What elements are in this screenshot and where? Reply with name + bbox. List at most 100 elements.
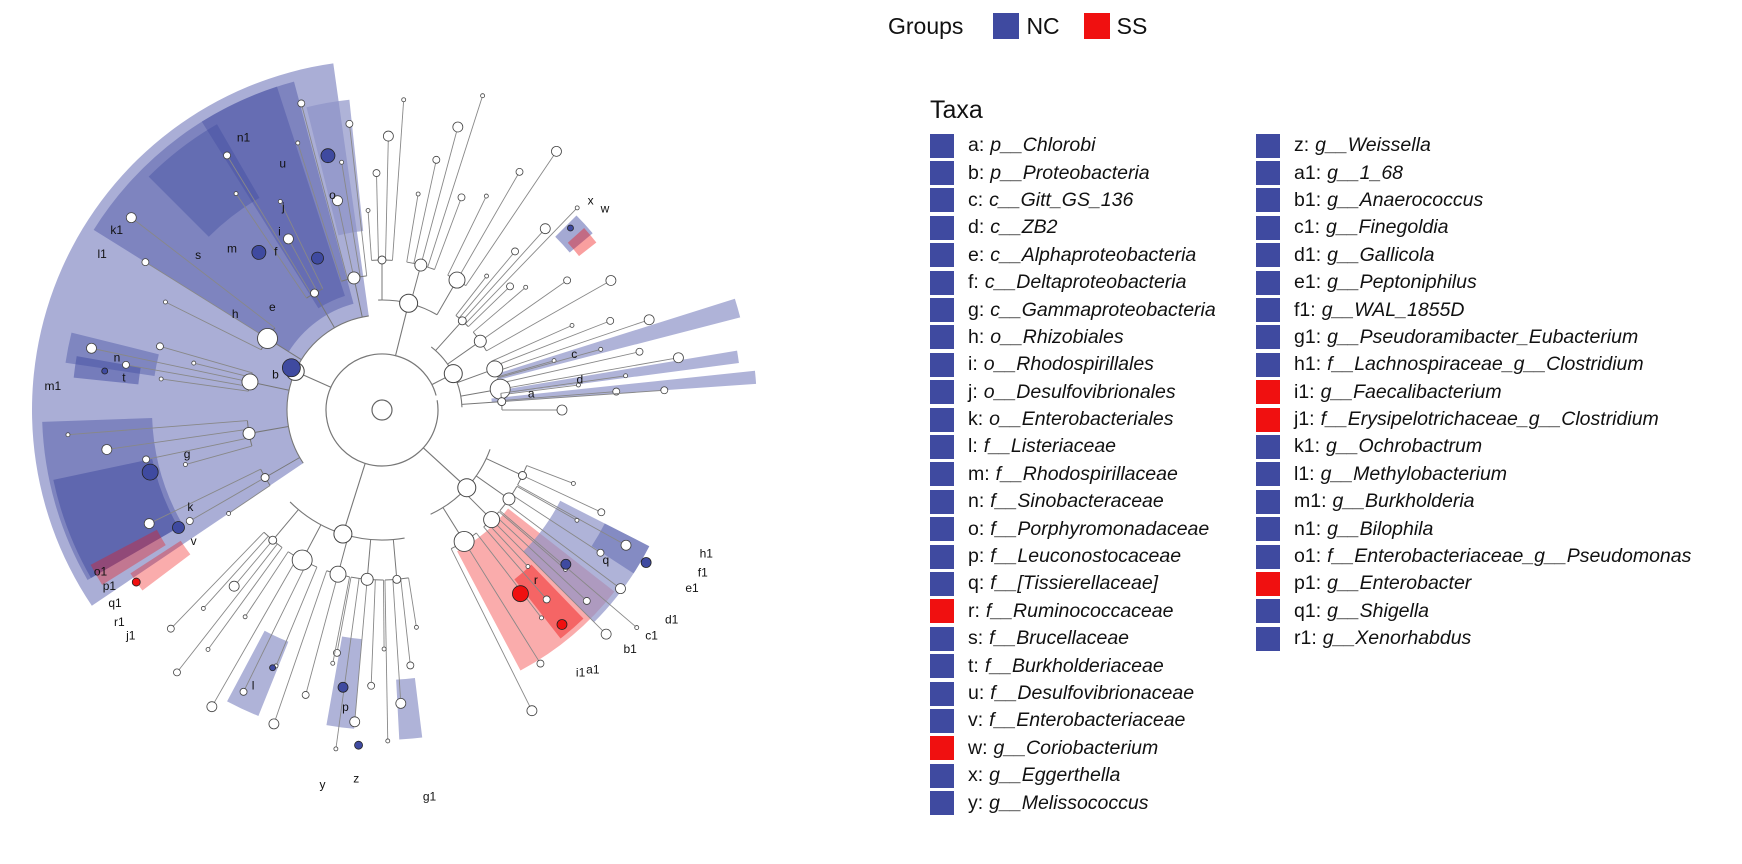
legend-text: f1:g__WAL_1855D [1294, 299, 1464, 322]
legend-taxon-name: c__Alphaproteobacteria [990, 243, 1197, 266]
leaf-line [458, 251, 516, 319]
leaf-node [401, 97, 407, 103]
tree-node [502, 492, 516, 506]
leaf-line [501, 391, 617, 402]
leaf-node [673, 352, 684, 364]
tree-label: f [274, 245, 278, 259]
tree-label: d1 [665, 613, 679, 627]
leaf-node [574, 205, 580, 211]
tree-label: b [272, 368, 279, 382]
tree-label: o1 [94, 565, 108, 579]
legend-item: p1:g__Enterobacter [1256, 570, 1691, 597]
legend-text: p1:g__Enterobacter [1294, 572, 1471, 595]
legend-code: o: [968, 517, 985, 540]
group-nc-label: NC [1026, 12, 1060, 39]
legend-swatch [930, 407, 954, 432]
tree-label: f1 [698, 566, 708, 580]
tree-label: w [600, 201, 610, 215]
clade-highlight-f [201, 86, 345, 309]
legend-code: l: [968, 435, 978, 458]
leaf-node [395, 697, 407, 709]
clade-highlight-h [148, 124, 260, 237]
legend-text: o:f__Porphyromonadaceae [968, 518, 1209, 541]
legend-taxon-name: f__Brucellaceae [989, 627, 1130, 650]
legend-item: k:o__Enterobacteriales [930, 406, 1216, 433]
leaf-line [149, 468, 261, 524]
tree-label: n [114, 351, 121, 365]
leaf-node [526, 705, 538, 717]
leaf-line [463, 541, 541, 664]
branch-stem [422, 447, 468, 489]
legend-item: n:f__Sinobacteraceae [930, 488, 1216, 515]
tree-node [489, 378, 511, 400]
legend-swatch [1256, 380, 1280, 405]
leaf-line [476, 532, 542, 619]
legend-text: h:o__Rhizobiales [968, 326, 1124, 349]
legend-code: k: [968, 408, 984, 431]
legend-swatch [1256, 517, 1280, 542]
clade-highlight-h1 [591, 523, 650, 574]
leaf-line [146, 437, 250, 460]
leaf-line [516, 485, 578, 521]
legend-taxon-name: o__Desulfovibrionales [983, 380, 1176, 403]
legend-swatch [930, 243, 954, 268]
leaf-line [145, 261, 268, 339]
leaf-line [498, 351, 640, 384]
legend-code: h: [968, 325, 985, 348]
leaf-node [523, 284, 529, 290]
legend-taxon-name: g__Weissella [1315, 134, 1431, 157]
legend-item: v:f__Enterobacteriaceae [930, 707, 1216, 734]
legend-swatch [930, 352, 954, 377]
legend-code: c1: [1294, 216, 1321, 239]
legend-item: r1:g__Xenorhabdus [1256, 625, 1691, 652]
legend-taxon-name: g__Eggerthella [989, 764, 1121, 787]
legend-taxon-name: f__Leuconostocaceae [990, 545, 1182, 568]
leaf-line [499, 510, 638, 628]
leaf-node [268, 718, 280, 730]
legend-text: m1:g__Burkholderia [1294, 490, 1475, 513]
leaf-node [297, 99, 306, 108]
legend-swatch [1256, 352, 1280, 377]
leaf-node [643, 314, 655, 326]
legend-taxon-name: f__Lachnospiraceae_g__Clostridium [1327, 353, 1644, 376]
leaf-node [301, 691, 310, 699]
legend-item: w:g__Coriobacterium [930, 735, 1216, 762]
tree-label: m [227, 241, 237, 255]
legend-item: m1:g__Burkholderia [1256, 488, 1691, 515]
leaf-node [542, 595, 551, 604]
highlighted-node [337, 681, 349, 693]
leaf-node [506, 282, 514, 291]
leaf-line [370, 579, 376, 686]
leaf-node [660, 386, 669, 395]
leaf-node [615, 583, 626, 595]
legend-swatch [930, 215, 954, 240]
legend-code: g1: [1294, 325, 1322, 348]
legend-taxon-name: c__ZB2 [990, 216, 1058, 239]
leaf-node [415, 191, 421, 197]
leaf-node [332, 195, 343, 207]
tree-node [268, 535, 278, 545]
legend-item: u:f__Desulfovibrionaceae [930, 680, 1216, 707]
leaf-line [211, 557, 298, 707]
leaf-node [525, 564, 531, 569]
leaf-node [620, 539, 632, 551]
legend-code: p1: [1294, 572, 1322, 595]
legend-item: n1:g__Bilophila [1256, 515, 1691, 542]
legend-item: a:p__Chlorobi [930, 132, 1216, 159]
branch-line [475, 475, 510, 500]
tree-label: n1 [237, 130, 251, 144]
legend-code: z: [1294, 134, 1310, 157]
leaf-node [536, 659, 545, 668]
legend-item: i:o__Rhodospirillales [930, 351, 1216, 378]
legend-item: b1:g__Anaerococcus [1256, 187, 1691, 214]
legend-code: n1: [1294, 517, 1322, 540]
leaf-line [495, 515, 588, 602]
legend-taxon-name: f__Burkholderiaceae [984, 654, 1164, 677]
legend-taxon-name: c__Gammaproteobacteria [990, 298, 1216, 321]
legend-taxon-name: g__Methylobacterium [1320, 462, 1508, 485]
tree-label: g1 [423, 789, 437, 803]
leaf-line [392, 99, 405, 261]
legend-item: p:f__Leuconostocaceae [930, 543, 1216, 570]
legend-item: e:c__Alphaproteobacteria [930, 242, 1216, 269]
leaf-node [570, 481, 576, 486]
